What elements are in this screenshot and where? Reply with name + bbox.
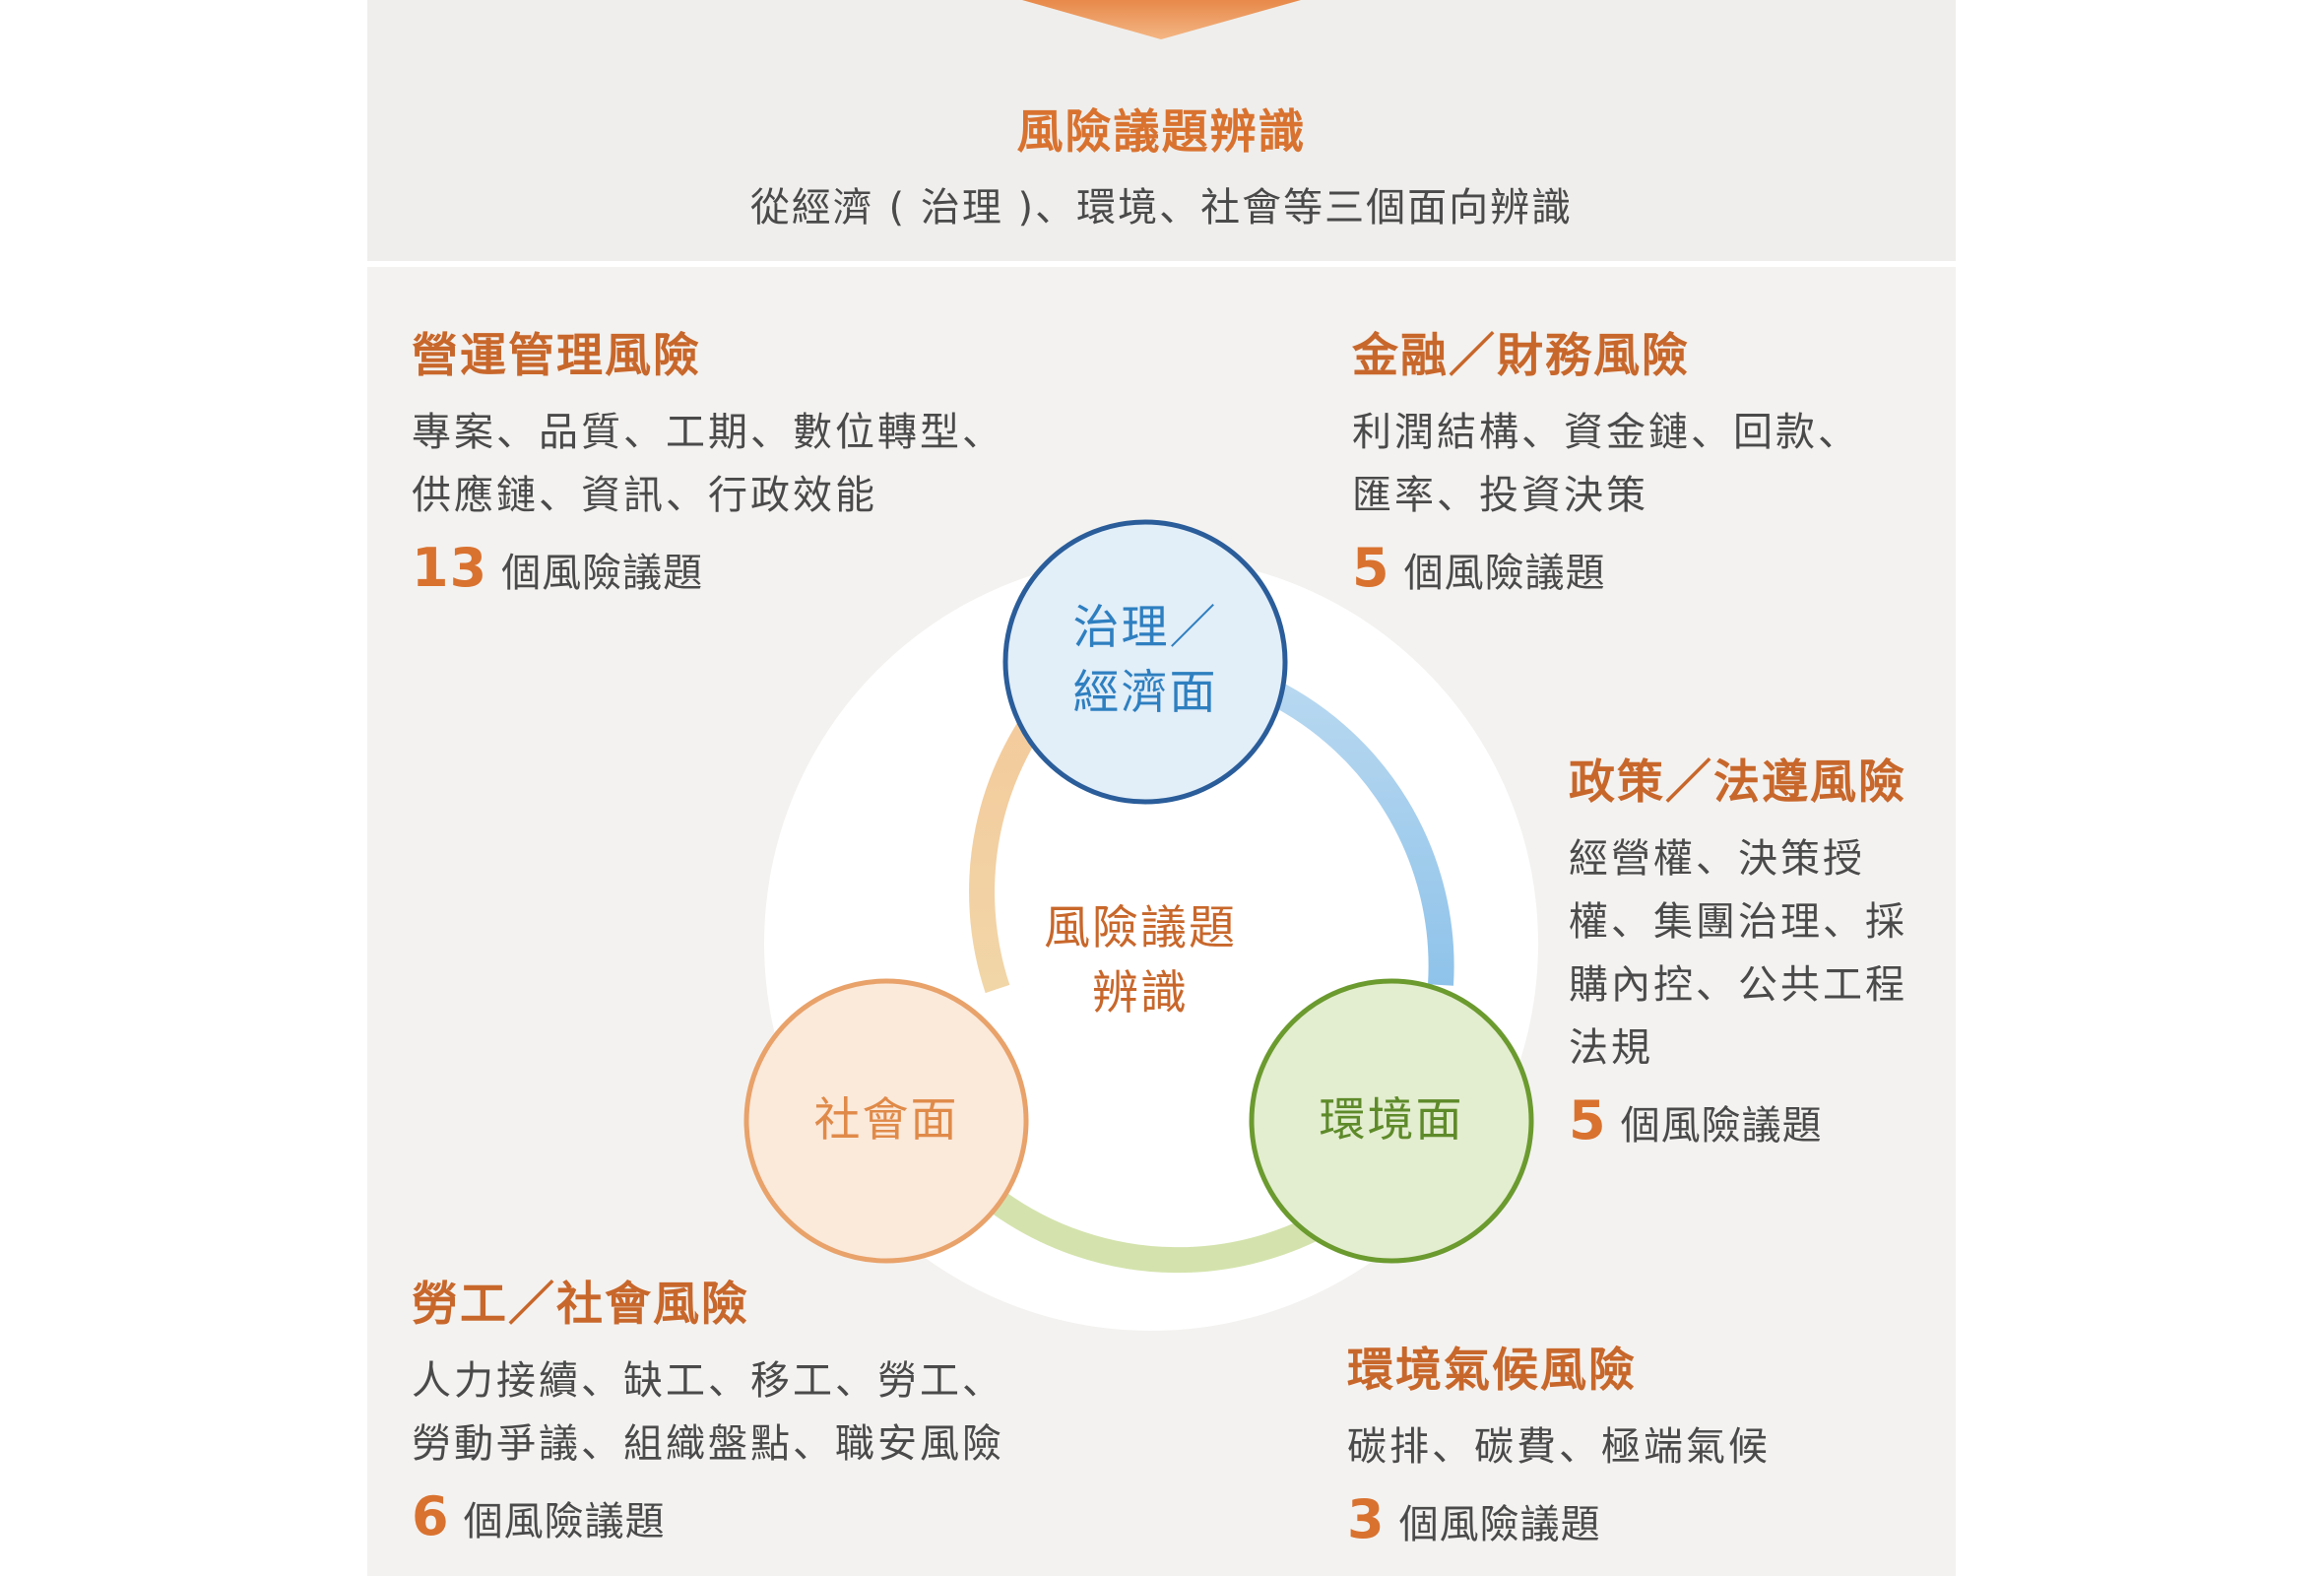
risk-desc-labor: 人力接續、缺工、移工、勞工、 勞動爭議、組織盤點、職安風險 — [412, 1349, 1004, 1476]
risk-desc-line: 法規 — [1569, 1025, 1653, 1071]
risk-count-number: 6 — [412, 1485, 450, 1547]
risk-desc-line: 匯率、投資決策 — [1352, 473, 1648, 518]
risk-count-number: 3 — [1347, 1488, 1386, 1550]
risk-cycle-diagram — [743, 519, 1538, 1331]
risk-title-labor: 勞工／社會風險 — [412, 1278, 749, 1332]
risk-block-policy: 政策／法遵風險 經營權、決策授 權、集團治理、採 購內控、公共工程 法規 5 個風… — [1569, 744, 1907, 1151]
risk-count-operations: 13 個風險議題 — [412, 537, 1004, 599]
risk-desc-line: 碳排、碳費、極端氣候 — [1347, 1424, 1771, 1470]
risk-count-climate: 3 個風險議題 — [1347, 1488, 1771, 1550]
risk-count-number: 5 — [1569, 1089, 1607, 1151]
risk-count-finance: 5 個風險議題 — [1352, 537, 1860, 599]
header-subtitle: 從經濟 ( 治理 )、環境、社會等三個面向辨識 — [749, 185, 1574, 230]
environment-node-label: 環境面 — [1319, 1093, 1464, 1148]
risk-count-label: 個風險議題 — [501, 551, 704, 596]
risk-desc-line: 專案、品質、工期、數位轉型、 — [412, 410, 1004, 455]
risk-block-climate: 環境氣候風險 碳排、碳費、極端氣候 3 個風險議題 — [1347, 1332, 1771, 1550]
risk-desc-line: 權、集團治理、採 — [1569, 899, 1907, 945]
diagram-panel: 風險議題辨識 從經濟 ( 治理 )、環境、社會等三個面向辨識 治理／ 經濟面 環… — [367, 0, 1956, 1576]
risk-desc-line: 利潤結構、資金鏈、回款、 — [1352, 410, 1860, 455]
header-title: 風險議題辨識 — [1016, 105, 1307, 160]
risk-block-finance: 金融／財務風險 利潤結構、資金鏈、回款、 匯率、投資決策 5 個風險議題 — [1352, 317, 1860, 599]
governance-node-label: 治理／ 經濟面 — [1007, 596, 1283, 726]
risk-count-label: 個風險議題 — [1403, 551, 1606, 596]
governance-node — [1002, 519, 1288, 805]
risk-desc-line: 供應鏈、資訊、行政效能 — [412, 473, 877, 518]
risk-desc-climate: 碳排、碳費、極端氣候 — [1347, 1415, 1771, 1478]
risk-count-labor: 6 個風險議題 — [412, 1485, 1004, 1547]
risk-desc-policy: 經營權、決策授 權、集團治理、採 購內控、公共工程 法規 — [1569, 827, 1907, 1080]
social-node-label: 社會面 — [813, 1093, 959, 1148]
governance-label-line1: 治理／ — [1072, 601, 1218, 655]
risk-title-operations: 營運管理風險 — [412, 329, 701, 383]
risk-count-number: 13 — [412, 537, 488, 599]
risk-desc-line: 人力接續、缺工、移工、勞工、 — [412, 1358, 1004, 1404]
risk-desc-line: 勞動爭議、組織盤點、職安風險 — [412, 1421, 1004, 1467]
risk-desc-operations: 專案、品質、工期、數位轉型、 供應鏈、資訊、行政效能 — [412, 401, 1004, 527]
center-label: 風險議題 辨識 — [998, 896, 1283, 1026]
center-label-line2: 辨識 — [1092, 966, 1189, 1020]
risk-title-policy: 政策／法遵風險 — [1569, 755, 1906, 810]
risk-count-label: 個風險議題 — [463, 1499, 666, 1544]
center-label-line1: 風險議題 — [1044, 901, 1237, 955]
social-node — [743, 978, 1029, 1264]
risk-count-policy: 5 個風險議題 — [1569, 1089, 1907, 1151]
header-band — [367, 0, 1956, 261]
down-arrow-icon — [1022, 0, 1301, 39]
risk-title-climate: 環境氣候風險 — [1347, 1344, 1637, 1398]
ring-arc-blue — [1254, 674, 1454, 986]
risk-block-operations: 營運管理風險 專案、品質、工期、數位轉型、 供應鏈、資訊、行政效能 13 個風險議… — [412, 317, 1004, 599]
risk-count-number: 5 — [1352, 537, 1390, 599]
header-divider — [367, 261, 1956, 267]
risk-count-label: 個風險議題 — [1398, 1502, 1601, 1547]
risk-count-label: 個風險議題 — [1620, 1103, 1823, 1149]
environment-node — [1249, 978, 1534, 1264]
risk-desc-finance: 利潤結構、資金鏈、回款、 匯率、投資決策 — [1352, 401, 1860, 527]
risk-title-finance: 金融／財務風險 — [1352, 329, 1690, 383]
risk-desc-line: 經營權、決策授 — [1569, 836, 1865, 882]
risk-desc-line: 購內控、公共工程 — [1569, 962, 1907, 1008]
governance-label-line2: 經濟面 — [1072, 666, 1218, 720]
